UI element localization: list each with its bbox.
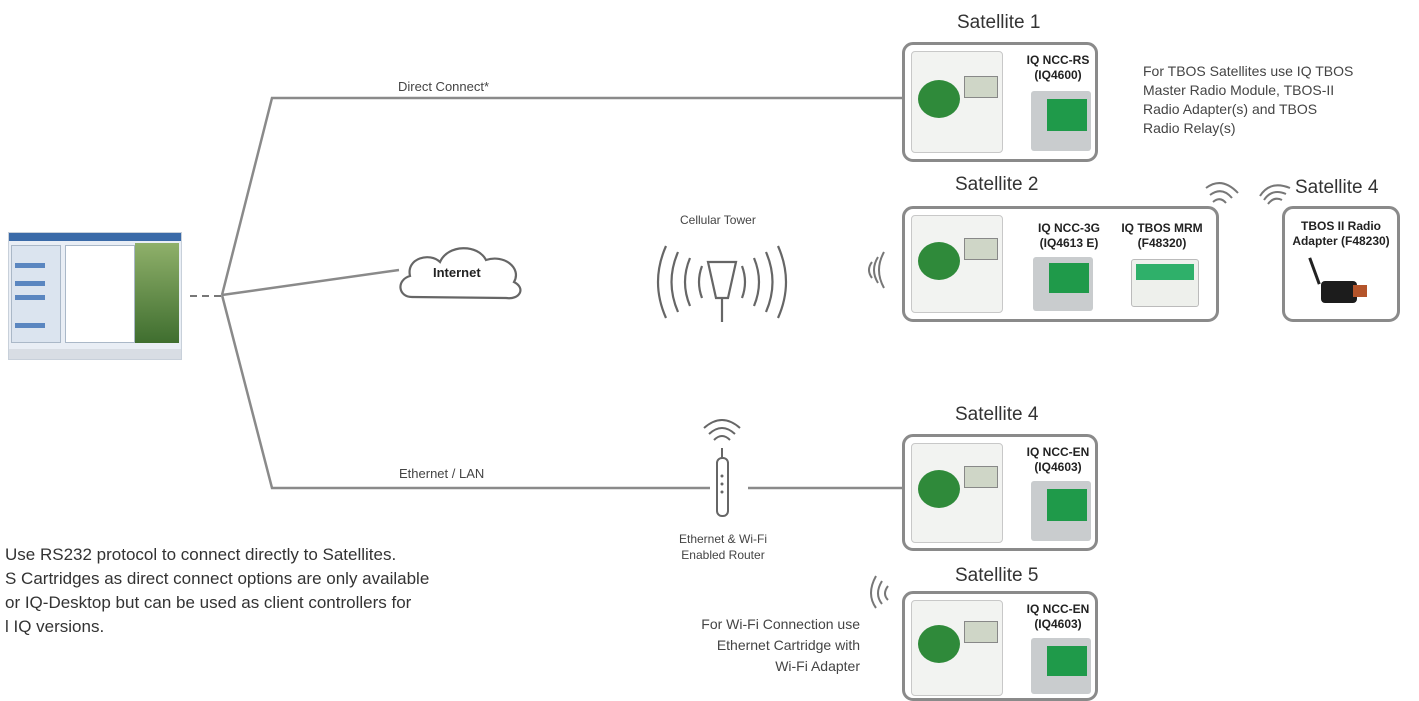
tbos-note-line1: For TBOS Satellites use IQ TBOS xyxy=(1143,63,1354,79)
ncc-3g-module-image xyxy=(1033,257,1093,311)
controller-image xyxy=(911,600,1003,696)
ncc-module-image xyxy=(1031,91,1091,151)
satellite-2-module2-name: IQ TBOS MRM xyxy=(1121,221,1203,235)
ncc-en-module-image xyxy=(1031,638,1091,694)
wifi-note: For Wi-Fi Connection use Ethernet Cartri… xyxy=(640,614,860,677)
satellite-2-box: IQ NCC-3G (IQ4613 E) IQ TBOS MRM (F48320… xyxy=(902,206,1219,322)
satellite-5-module-code: (IQ4603) xyxy=(1034,617,1082,631)
tbos-note: For TBOS Satellites use IQ TBOS Master R… xyxy=(1143,62,1353,138)
footnote: Use RS232 protocol to connect directly t… xyxy=(5,543,429,639)
satellite-4-module-name: IQ NCC-EN xyxy=(1026,445,1090,459)
satellite-2-module-label: IQ NCC-3G (IQ4613 E) xyxy=(1029,221,1109,251)
cellular-tower-label: Cellular Tower xyxy=(680,213,756,227)
router-label-line1: Ethernet & Wi-Fi xyxy=(678,532,768,546)
satellite-5-title: Satellite 5 xyxy=(955,565,1039,586)
router-label-line2: Enabled Router xyxy=(681,548,765,562)
ncc-en-module-image xyxy=(1031,481,1091,541)
signal-waves-icon-3 xyxy=(1259,184,1291,205)
satellite-4-module-code: (IQ4603) xyxy=(1034,460,1082,474)
signal-waves-icon xyxy=(868,251,885,289)
direct-connect-line xyxy=(220,96,903,296)
satellite-1-box: IQ NCC-RS (IQ4600) xyxy=(902,42,1098,162)
radio-adapter-name: TBOS II Radio xyxy=(1300,219,1381,233)
radio-adapter-label: TBOS II Radio Adapter (F48230) xyxy=(1287,219,1395,249)
router-label: Ethernet & Wi-Fi Enabled Router xyxy=(668,531,778,563)
signal-waves-icon-4 xyxy=(870,575,889,609)
radio-adapter-code: Adapter (F48230) xyxy=(1292,234,1390,248)
router-icon xyxy=(703,419,741,517)
wifi-note-line2: Ethernet Cartridge with xyxy=(716,637,860,653)
satellite-4-radio-title: Satellite 4 xyxy=(1295,177,1379,198)
wifi-note-line3: Wi-Fi Adapter xyxy=(775,658,860,674)
satellite-4-title: Satellite 4 xyxy=(955,404,1039,425)
internet-label: Internet xyxy=(433,265,481,280)
internet-line xyxy=(221,268,400,297)
wifi-note-line1: For Wi-Fi Connection use xyxy=(701,616,860,632)
satellite-2-module2-label: IQ TBOS MRM (F48320) xyxy=(1115,221,1209,251)
cellular-tower-icon xyxy=(656,245,788,322)
satellite-1-module-code: (IQ4600) xyxy=(1034,68,1082,82)
satellite-2-module-code: (IQ4613 E) xyxy=(1039,236,1099,250)
footnote-line3: or IQ-Desktop but can be used as client … xyxy=(5,593,412,612)
tbos-mrm-image xyxy=(1131,259,1199,307)
satellite-1-title: Satellite 1 xyxy=(957,12,1041,33)
satellite-1-module-label: IQ NCC-RS (IQ4600) xyxy=(1023,53,1093,83)
controller-image xyxy=(911,443,1003,543)
footnote-line2: S Cartridges as direct connect options a… xyxy=(5,569,430,588)
controller-image xyxy=(911,215,1003,313)
satellite-4-box: IQ NCC-EN (IQ4603) xyxy=(902,434,1098,551)
radio-adapter-image xyxy=(1308,257,1367,303)
footnote-line1: Use RS232 protocol to connect directly t… xyxy=(5,545,397,564)
satellite-5-module-label: IQ NCC-EN (IQ4603) xyxy=(1023,602,1093,632)
tbos-note-line2: Master Radio Module, TBOS-II xyxy=(1143,82,1335,98)
direct-connect-label: Direct Connect* xyxy=(398,79,490,94)
ethernet-line xyxy=(220,294,710,490)
footnote-line4: l IQ versions. xyxy=(5,617,105,636)
satellite-2-title: Satellite 2 xyxy=(955,174,1039,195)
satellite-1-module-name: IQ NCC-RS xyxy=(1026,53,1090,67)
cloud-icon xyxy=(399,247,522,300)
satellite-5-box: IQ NCC-EN (IQ4603) xyxy=(902,591,1098,701)
ethernet-label: Ethernet / LAN xyxy=(399,466,485,481)
controller-image xyxy=(911,51,1003,153)
tbos-note-line4: Radio Relay(s) xyxy=(1143,120,1236,136)
satellite-2-module2-code: (F48320) xyxy=(1137,236,1187,250)
satellite-4-module-label: IQ NCC-EN (IQ4603) xyxy=(1023,445,1093,475)
satellite-5-module-name: IQ NCC-EN xyxy=(1026,602,1090,616)
satellite-4-radio-box: TBOS II Radio Adapter (F48230) xyxy=(1282,206,1400,322)
signal-waves-icon-2 xyxy=(1205,182,1239,204)
satellite-2-module-name: IQ NCC-3G xyxy=(1037,221,1100,235)
tbos-note-line3: Radio Adapter(s) and TBOS xyxy=(1143,101,1318,117)
iq-software-screenshot xyxy=(8,232,182,360)
